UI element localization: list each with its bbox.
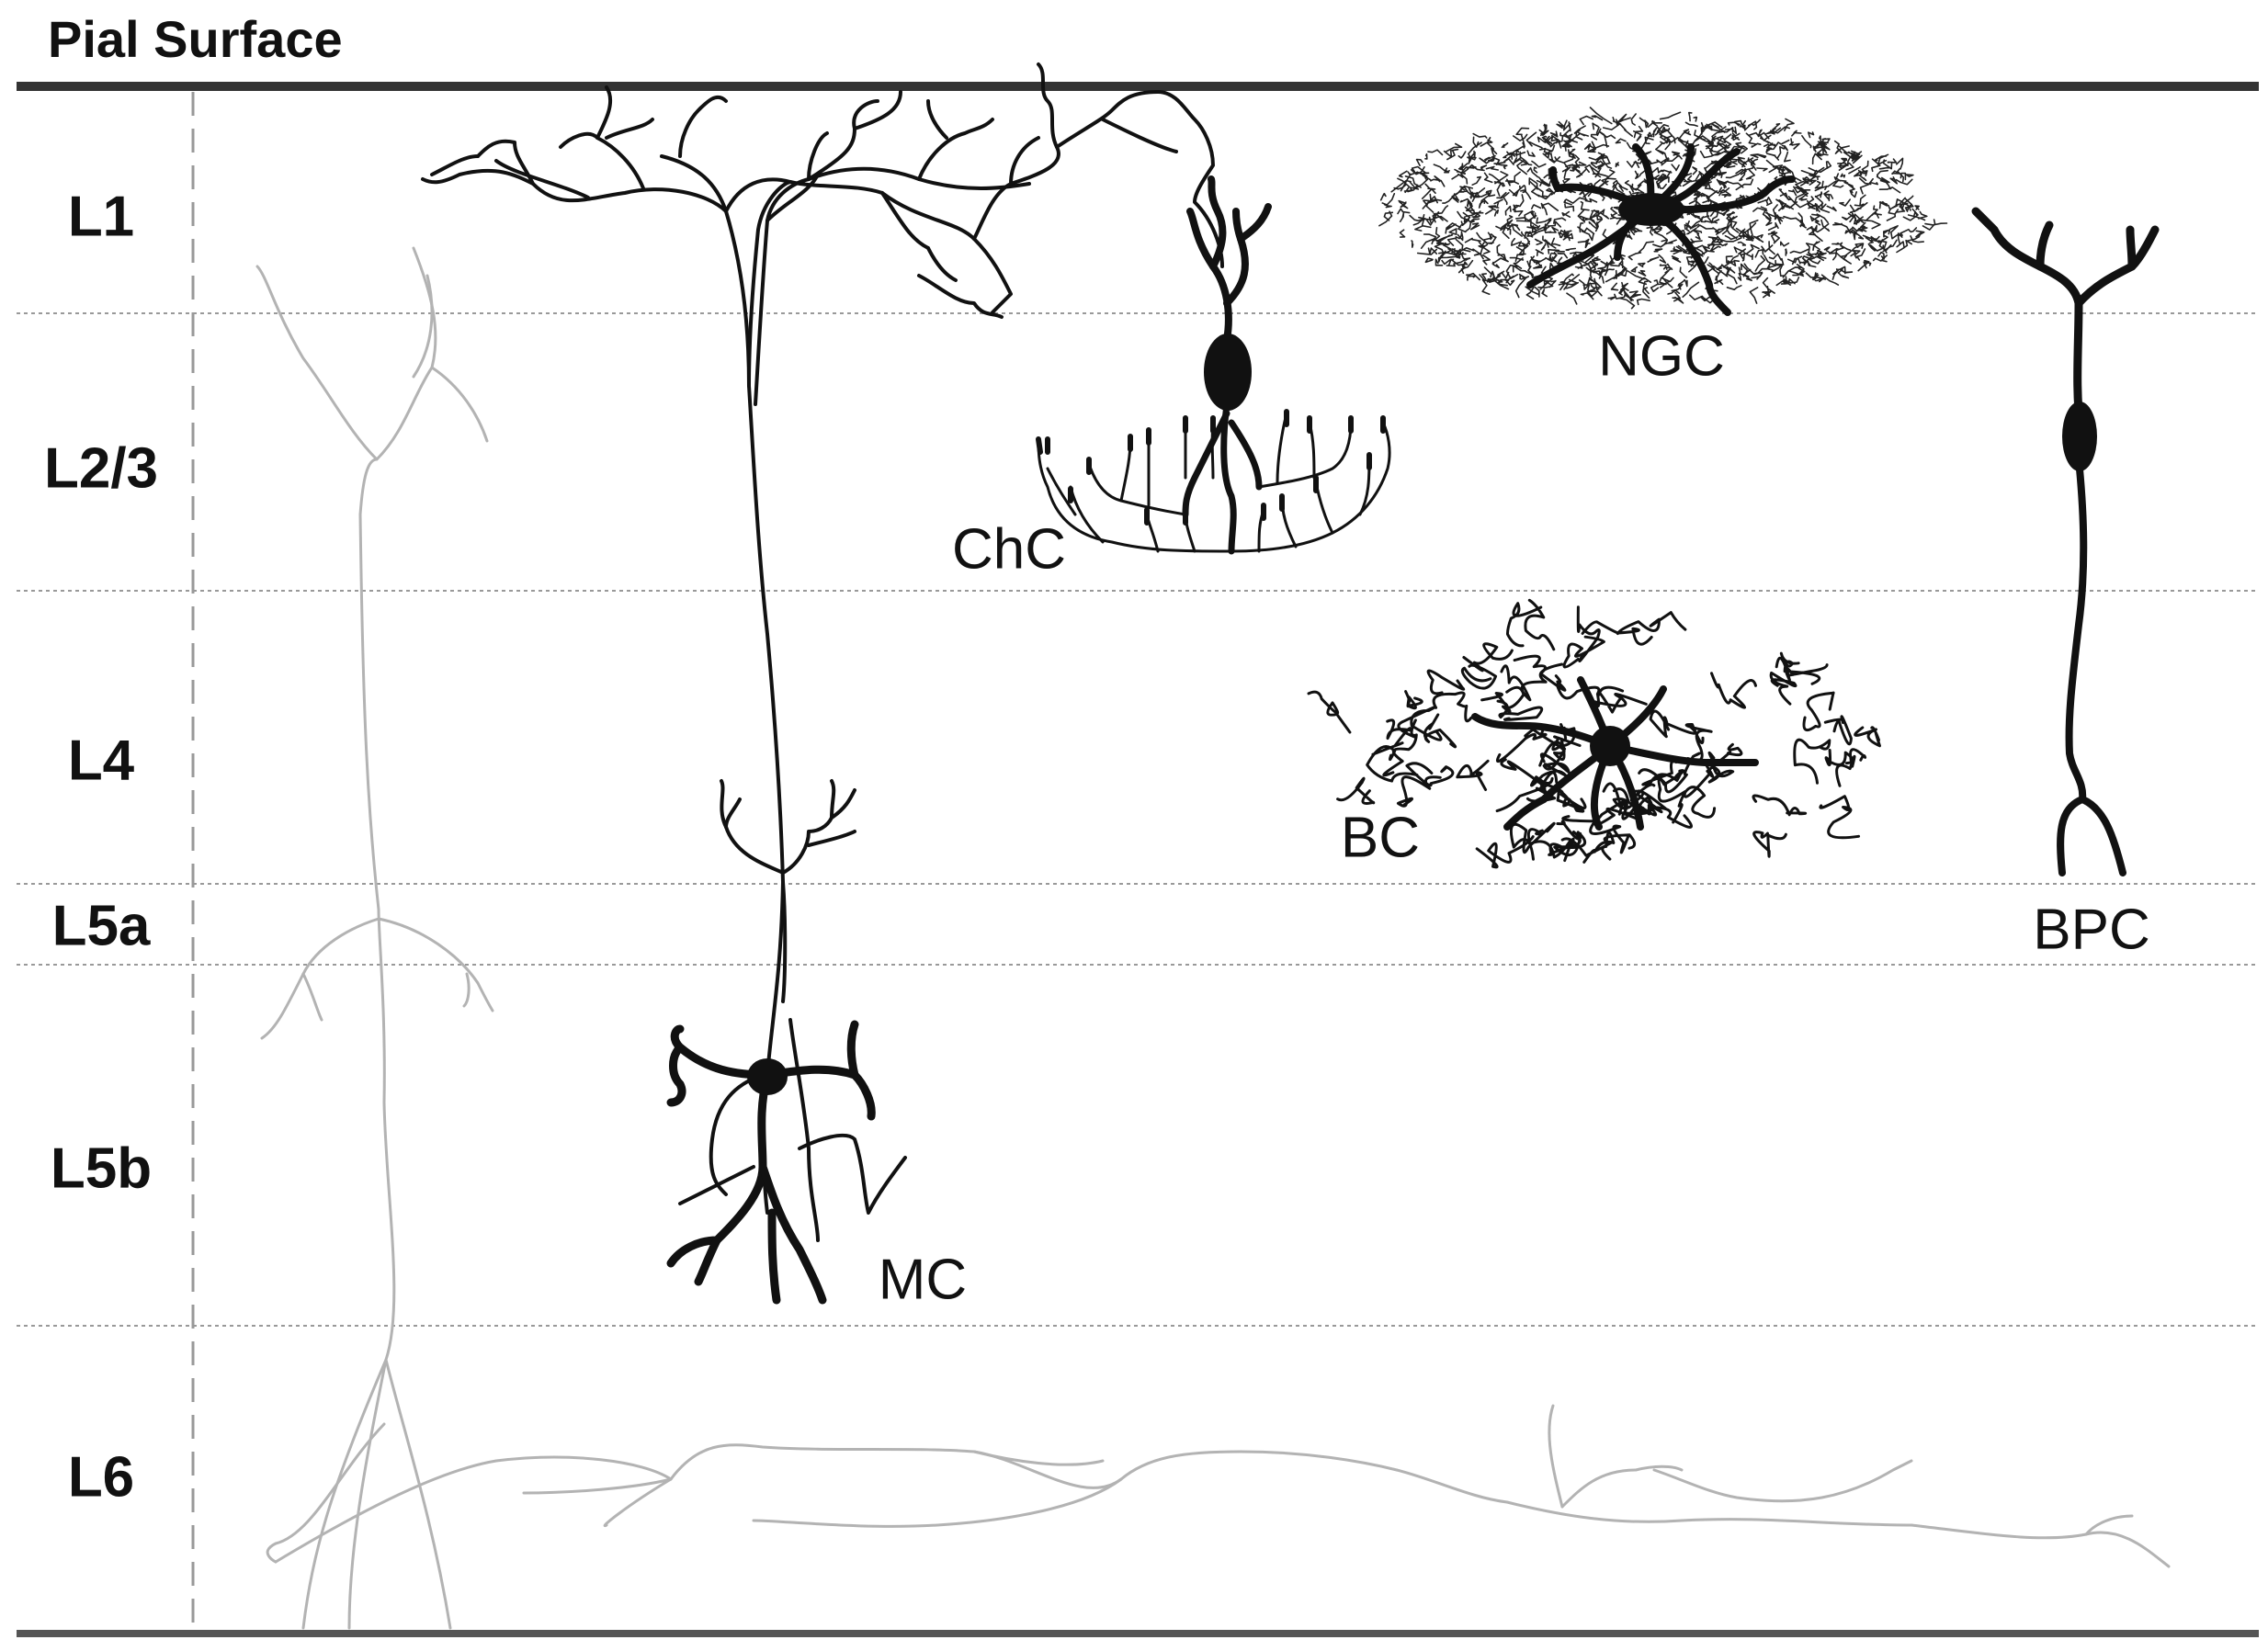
basket-cell: [1307, 598, 1881, 869]
neurogliaform-cell: [1378, 107, 1948, 316]
mc-soma: [747, 1058, 788, 1095]
layer-label-l6: L6: [67, 1445, 135, 1510]
bpc-label: BPC: [2033, 898, 2150, 962]
bc-label: BC: [1340, 806, 1421, 870]
ngc-label: NGC: [1598, 324, 1725, 389]
bc-arbor-strokes: [1307, 598, 1881, 869]
background-pyramidal-neuron: [255, 246, 2171, 1630]
bc-soma: [1590, 726, 1630, 766]
pial-surface-label: Pial Surface: [48, 10, 343, 68]
chc-label: ChC: [951, 517, 1067, 582]
layer-label-l5a: L5a: [51, 894, 151, 958]
bipolar-cell: [1971, 207, 2160, 876]
bpc-soma: [2062, 401, 2097, 471]
layer-label-l23: L2/3: [43, 436, 159, 501]
chc-soma: [1204, 334, 1252, 411]
ngc-arbor-strokes: [1378, 107, 1948, 310]
ngc-soma: [1618, 193, 1684, 226]
mc-label: MC: [878, 1248, 968, 1312]
layer-label-l4: L4: [67, 729, 135, 793]
ngc-axonal-arbor: [1378, 107, 1948, 310]
bc-axonal-arbor: [1307, 598, 1881, 869]
martinotti-cell: [421, 62, 1224, 1305]
chandelier-cell: [1036, 175, 1391, 555]
layer-label-l5b: L5b: [50, 1136, 153, 1201]
layer-boundaries: [17, 312, 2259, 1327]
layer-label-l1: L1: [67, 185, 135, 249]
